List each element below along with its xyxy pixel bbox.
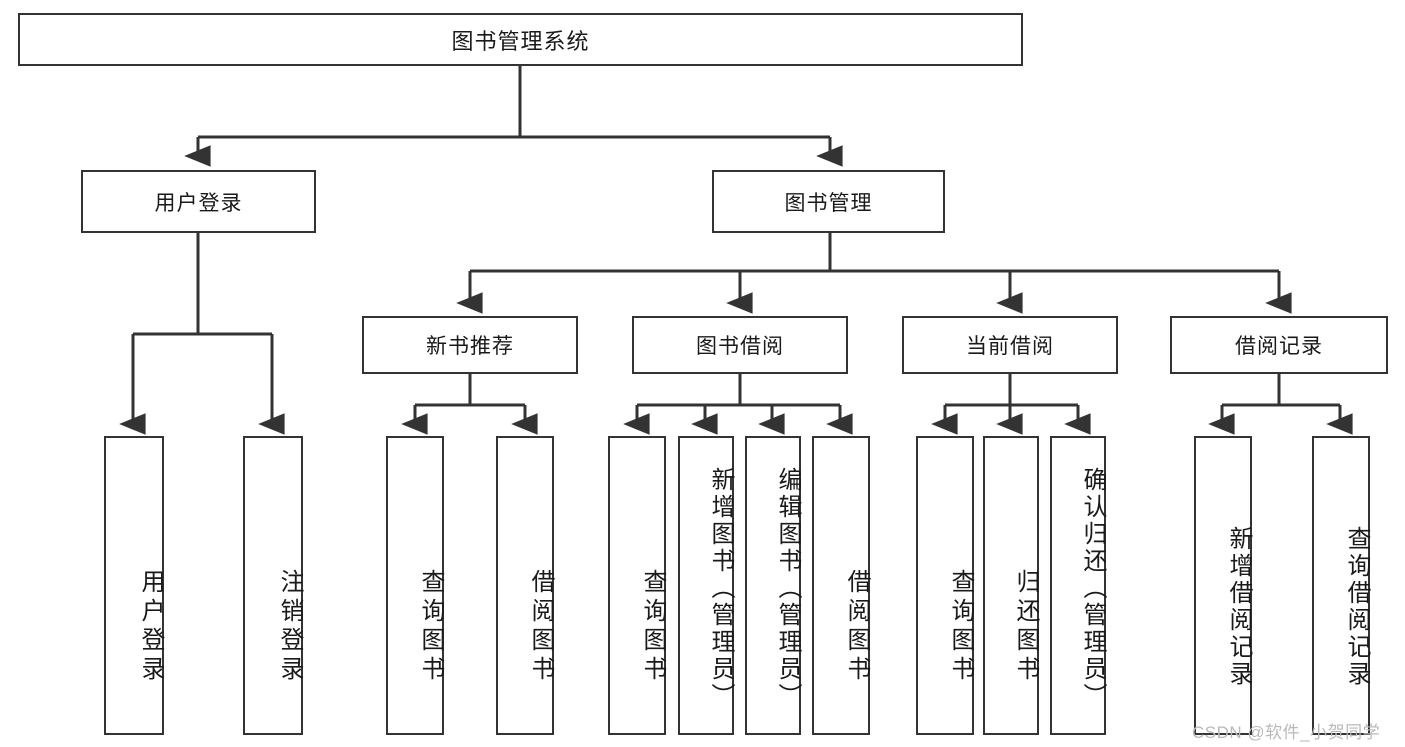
leaf-edit-book-admin[interactable]: 编辑图书（管理员） <box>745 436 801 735</box>
leaf-add-book-admin[interactable]: 新增图书（管理员） <box>678 436 734 735</box>
leaf-return-book[interactable]: 归还图书 <box>983 436 1039 735</box>
node-book-borrow[interactable]: 图书借阅 <box>632 316 848 374</box>
leaf-logout-login[interactable]: 注销登录 <box>243 436 303 735</box>
node-book-manage[interactable]: 图书管理 <box>712 170 945 233</box>
leaf-query-book-current[interactable]: 查询图书 <box>916 436 974 735</box>
leaf-confirm-return-admin[interactable]: 确认归还（管理员） <box>1050 436 1106 735</box>
node-new-book-recommend[interactable]: 新书推荐 <box>362 316 578 374</box>
csdn-watermark: CSDN @软件_小贺同学 <box>1192 723 1381 742</box>
leaf-query-borrow-record[interactable]: 查询借阅记录 <box>1312 436 1370 735</box>
leaf-borrow-book-recommend[interactable]: 借阅图书 <box>496 436 554 735</box>
node-current-borrow[interactable]: 当前借阅 <box>902 316 1118 374</box>
node-borrow-record[interactable]: 借阅记录 <box>1170 316 1388 374</box>
leaf-borrow-book-borrow[interactable]: 借阅图书 <box>812 436 870 735</box>
node-root-system[interactable]: 图书管理系统 <box>18 13 1023 66</box>
leaf-query-book-recommend[interactable]: 查询图书 <box>386 436 444 735</box>
leaf-query-book-borrow[interactable]: 查询图书 <box>608 436 666 735</box>
leaf-add-borrow-record[interactable]: 新增借阅记录 <box>1194 436 1252 735</box>
leaf-user-login[interactable]: 用户登录 <box>104 436 164 735</box>
node-user-login[interactable]: 用户登录 <box>81 170 316 233</box>
